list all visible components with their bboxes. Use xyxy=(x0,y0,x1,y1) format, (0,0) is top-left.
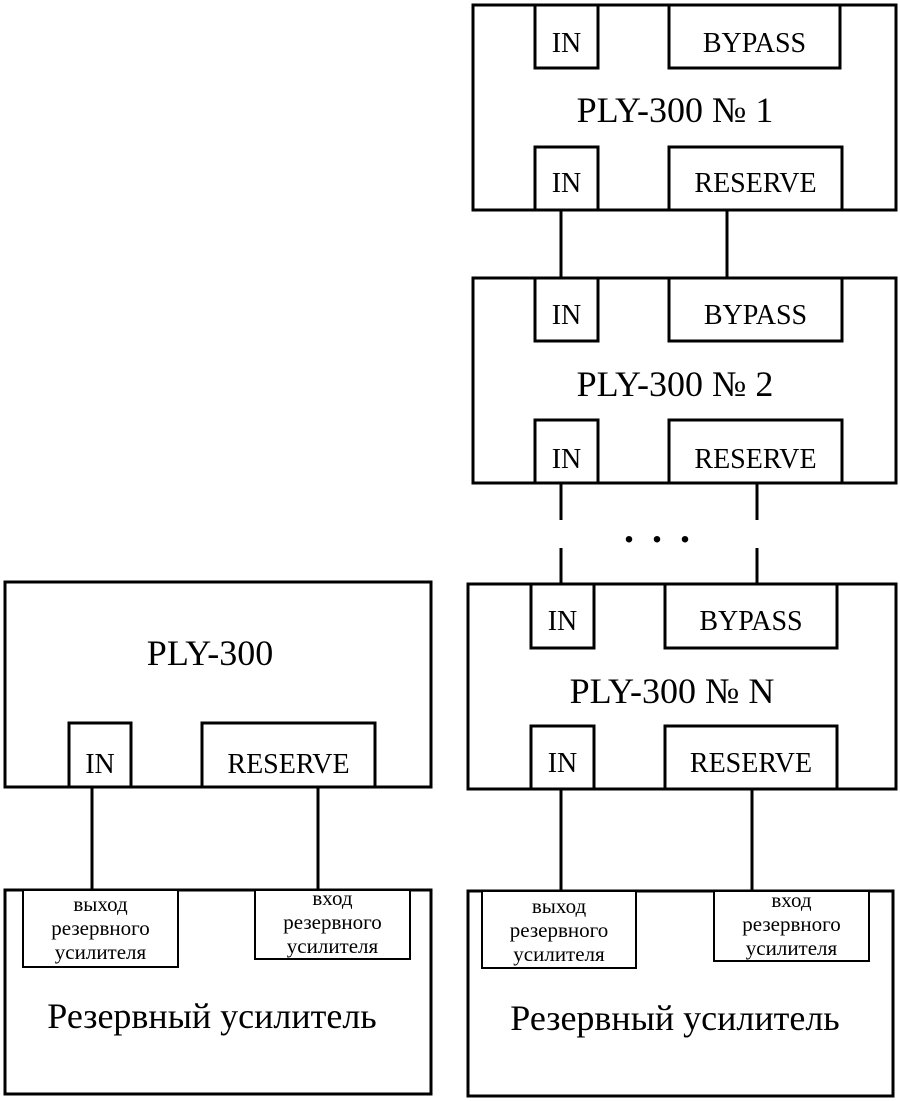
ply-300-standalone: PLY-300 IN RESERVE xyxy=(3,580,433,789)
reserve-amp-left-input-line-1: вход xyxy=(312,886,353,910)
reserve-amp-left-output-line-1: выход xyxy=(73,892,128,916)
reserve-amp-left-input-line-2: резервного xyxy=(283,910,381,934)
reserve-amplifier-right: выход резервного усилителя вход резервно… xyxy=(466,888,895,1098)
unit-1-in-bottom-label: IN xyxy=(552,168,582,199)
reserve-amp-right-input-port xyxy=(713,890,870,962)
standalone-reserve-port xyxy=(200,721,377,789)
unit-n-in-bottom-port xyxy=(529,724,596,791)
standalone-reserve-label: RESERVE xyxy=(227,749,349,780)
unit-1-title: PLY-300 № 1 xyxy=(577,90,774,130)
reserve-amp-right-input-line-1: вход xyxy=(771,888,812,912)
unit-n-in-bottom-label: IN xyxy=(548,748,578,779)
unit-1-in-top-port xyxy=(533,3,600,70)
standalone-title: PLY-300 xyxy=(147,633,273,673)
unit-2-bypass-port xyxy=(667,276,844,343)
ply-300-unit-n: IN BYPASS PLY-300 № N IN RESERVE xyxy=(466,582,898,791)
unit-2-reserve-port xyxy=(667,418,844,485)
reserve-amp-right-output-line-1: выход xyxy=(532,894,587,918)
reserve-amp-right-output-port xyxy=(481,890,637,969)
unit-2-bypass-label: BYPASS xyxy=(704,300,807,331)
unit-2-title: PLY-300 № 2 xyxy=(577,364,774,404)
standalone-in-port xyxy=(67,721,133,789)
unit-1-bypass-port xyxy=(667,3,842,70)
unit-1-reserve-port xyxy=(667,145,844,212)
unit-1-in-bottom-port xyxy=(533,145,600,212)
chain-wires xyxy=(559,210,759,891)
unit-n-bypass-label: BYPASS xyxy=(699,606,802,637)
reserve-amp-left-input-line-3: усилителя xyxy=(287,934,379,958)
chain-ellipsis: . . . xyxy=(624,506,694,551)
ply-300-unit-2: IN BYPASS PLY-300 № 2 IN RESERVE xyxy=(471,276,898,485)
unit-n-reserve-label: RESERVE xyxy=(690,748,812,779)
unit-n-in-top-label: IN xyxy=(548,606,578,637)
reserve-amp-left-output-line-3: усилителя xyxy=(55,940,147,964)
unit-n-bypass-port xyxy=(663,582,839,650)
unit-n-title: PLY-300 № N xyxy=(570,671,775,711)
reserve-amp-right-title: Резервный усилитель xyxy=(510,998,839,1038)
reserve-amp-left-input-port xyxy=(254,889,411,960)
reserve-amp-left-title: Резервный усилитель xyxy=(47,996,376,1036)
reserve-amp-left-output-line-2: резервного xyxy=(51,916,149,940)
unit-2-in-bottom-port xyxy=(533,418,600,485)
unit-2-in-top-label: IN xyxy=(552,300,582,331)
unit-2-in-top-port xyxy=(533,276,600,343)
unit-1-in-top-label: IN xyxy=(552,28,582,59)
unit-n-reserve-port xyxy=(663,724,839,791)
ply-300-unit-1: IN BYPASS PLY-300 № 1 IN RESERVE xyxy=(471,3,898,212)
unit-2-in-bottom-label: IN xyxy=(552,444,582,475)
reserve-amplifier-left: выход резервного усилителя вход резервно… xyxy=(3,886,433,1096)
unit-1-bypass-label: BYPASS xyxy=(703,28,806,59)
unit-n-in-top-port xyxy=(529,582,596,650)
unit-2-reserve-label: RESERVE xyxy=(694,444,816,475)
reserve-amp-right-input-line-3: усилителя xyxy=(746,936,838,960)
reserve-amp-left-output-port xyxy=(22,889,179,968)
standalone-in-label: IN xyxy=(85,749,115,780)
unit-1-reserve-label: RESERVE xyxy=(694,168,816,199)
reserve-amp-right-output-line-2: резервного xyxy=(510,918,608,942)
reserve-amp-right-input-line-2: резервного xyxy=(742,912,840,936)
reserve-amp-right-output-line-3: усилителя xyxy=(513,942,605,966)
standalone-wires xyxy=(90,787,320,890)
